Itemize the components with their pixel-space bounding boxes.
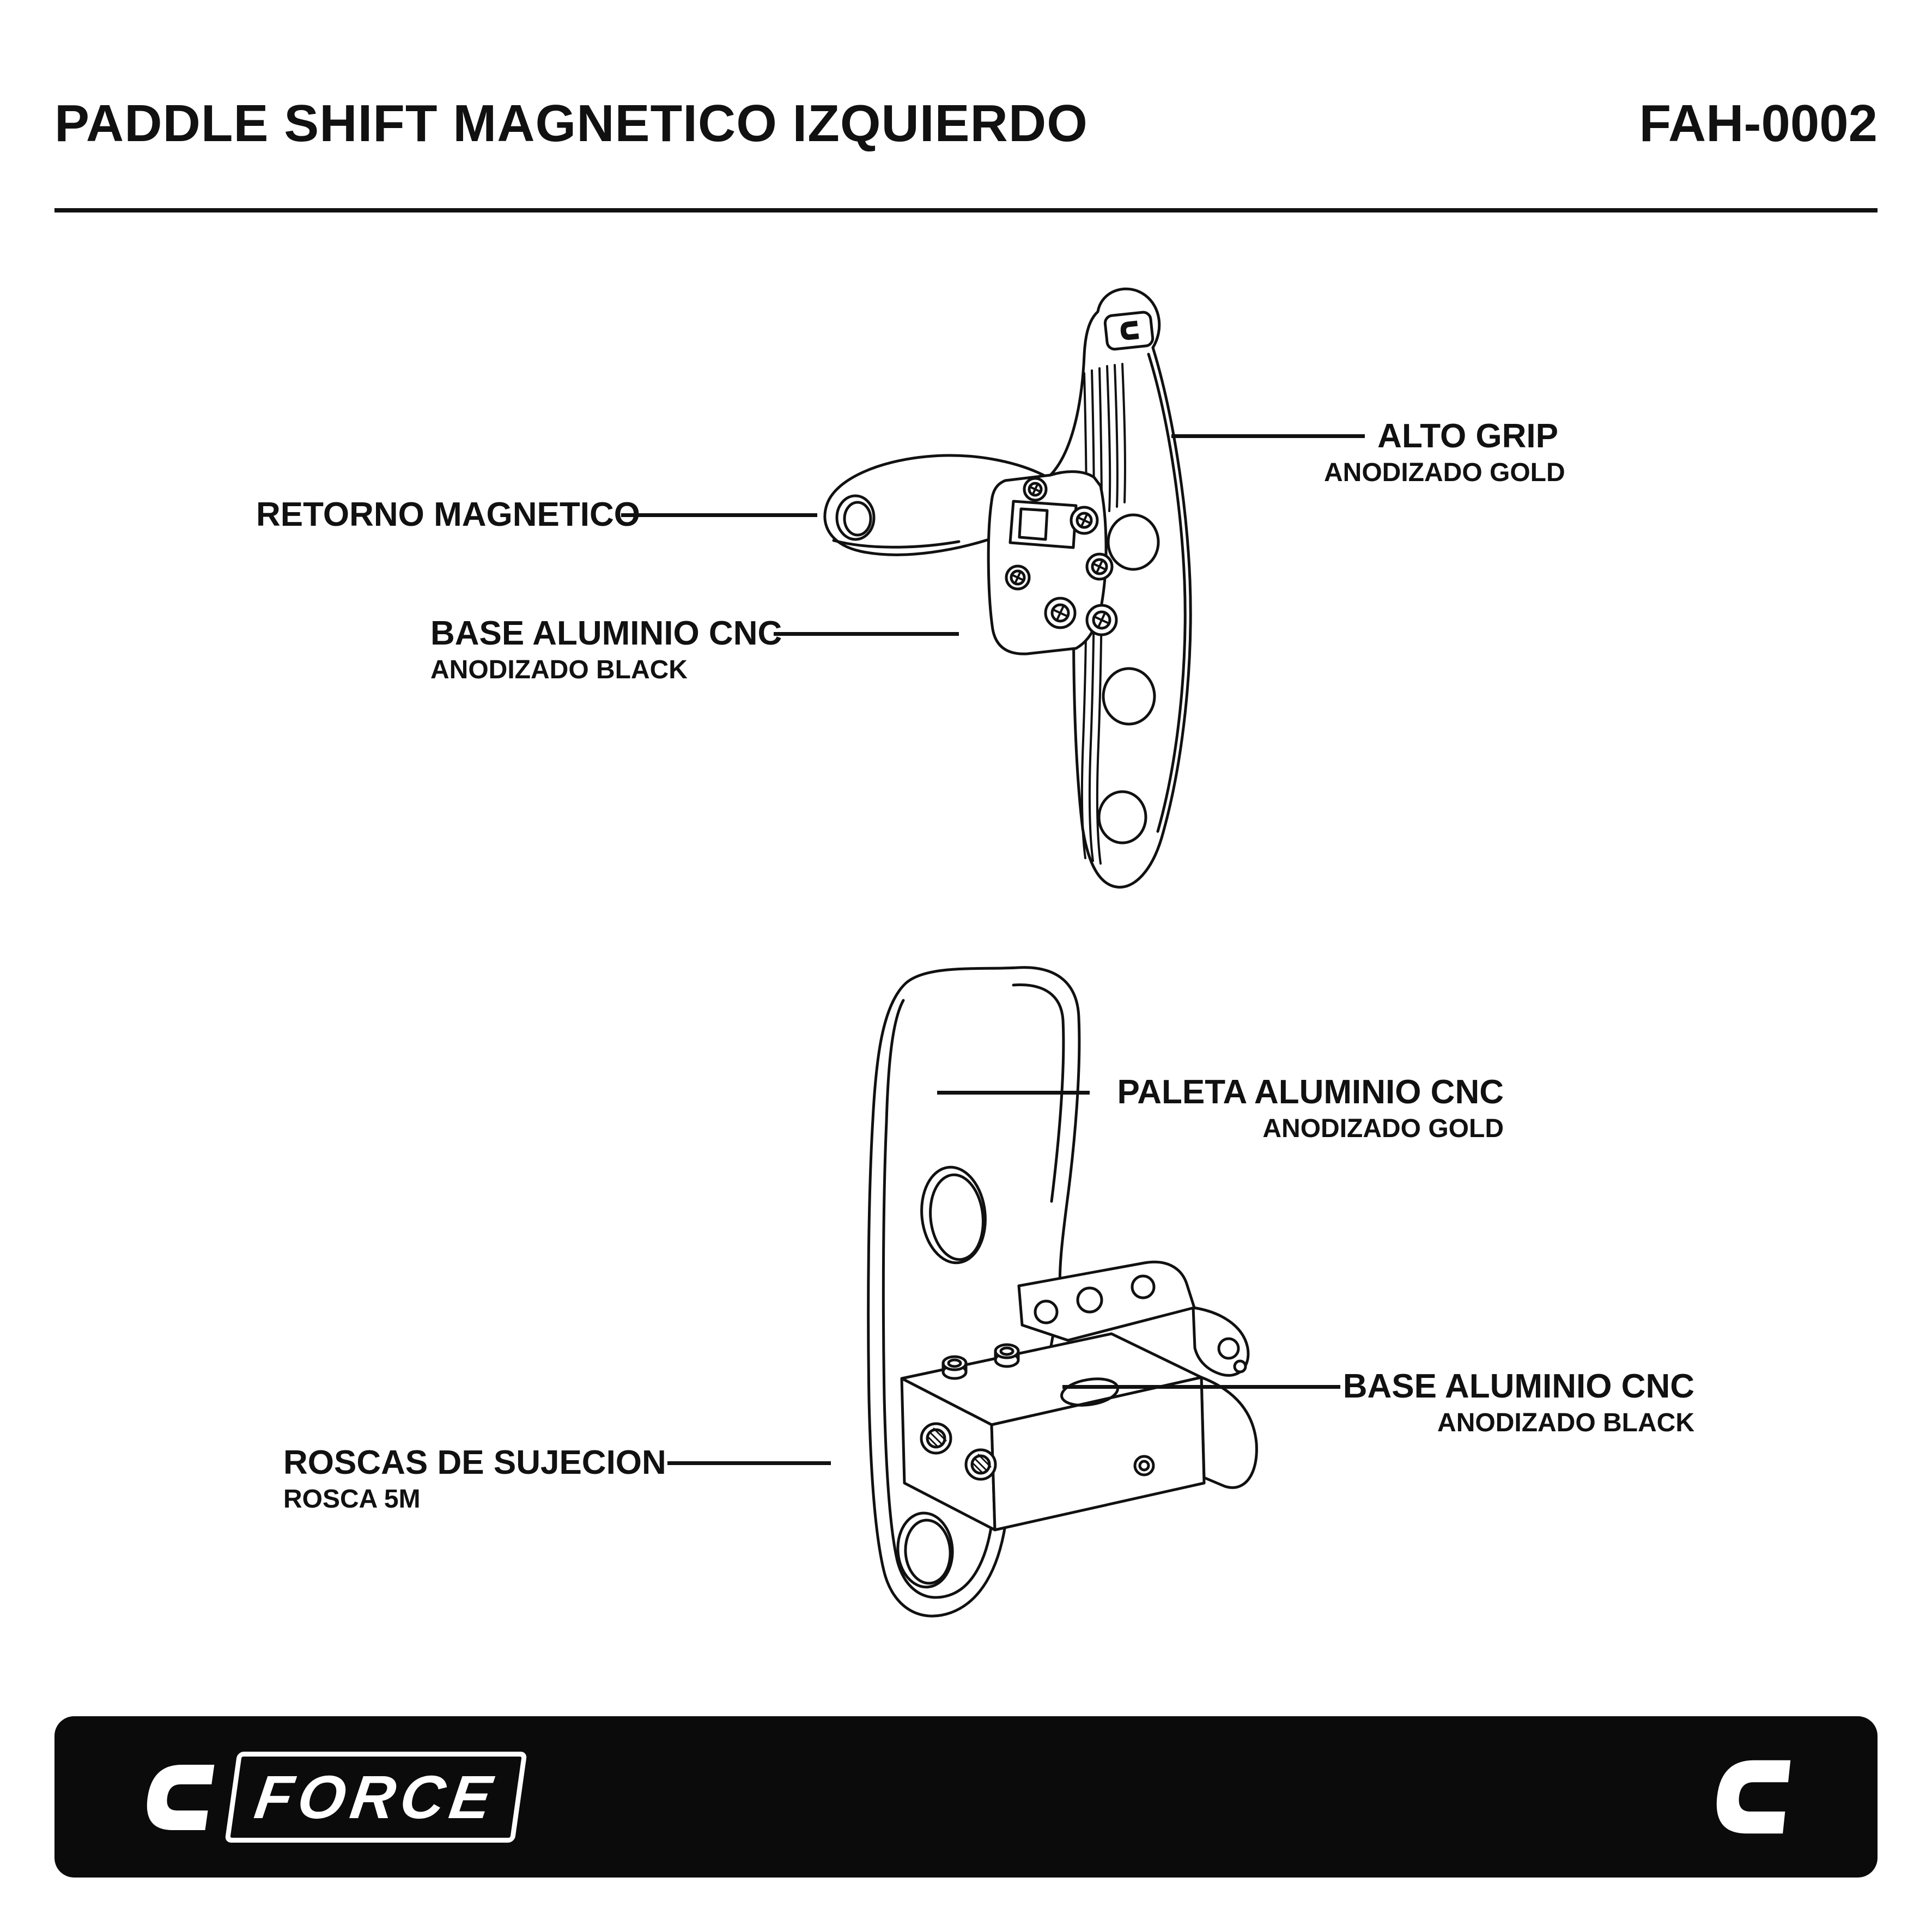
blade-hole-1 xyxy=(1107,513,1160,571)
callout-label: ALTO GRIP xyxy=(1377,417,1558,455)
callout-label: PALETA ALUMINIO CNC xyxy=(1117,1073,1504,1111)
screw xyxy=(1044,597,1077,629)
callout-sublabel: ANODIZADO BLACK xyxy=(430,655,688,684)
block-right-face xyxy=(990,1376,1206,1532)
leader-roscas xyxy=(667,1461,831,1465)
side-tab xyxy=(1200,1376,1258,1489)
callout-base-aluminio-top: BASE ALUMINIO CNC ANODIZADO BLACK xyxy=(430,616,782,685)
screw xyxy=(1005,564,1031,591)
leader-base-bottom xyxy=(1062,1385,1340,1389)
callout-label: ROSCAS DE SUJECION xyxy=(283,1444,666,1481)
callout-label: BASE ALUMINIO CNC xyxy=(1342,1368,1694,1405)
header-divider xyxy=(54,208,1878,212)
callout-paleta-aluminio: PALETA ALUMINIO CNC ANODIZADO GOLD xyxy=(1106,1074,1504,1144)
footer-bar: FORCE xyxy=(54,1716,1878,1878)
callout-label: RETORNO MAGNETICO xyxy=(256,496,640,533)
cforce-c-icon xyxy=(1713,1760,1791,1834)
screw xyxy=(994,1343,1020,1368)
grip-ridges xyxy=(1080,363,1126,865)
blade-hole-3 xyxy=(1097,790,1147,845)
blade-hole-top-inner xyxy=(929,1173,985,1261)
callout-roscas-sujecion: ROSCAS DE SUJECION ROSCA 5M xyxy=(283,1445,666,1515)
screw xyxy=(1070,506,1099,535)
magnet-block xyxy=(1018,507,1049,541)
screw xyxy=(1023,477,1048,502)
bracket-hole xyxy=(1076,1286,1103,1314)
screw xyxy=(941,1355,968,1380)
leader-alto-grip xyxy=(1171,434,1365,438)
figure-bottom-paddle xyxy=(867,966,1258,1618)
brand-badge xyxy=(1103,311,1155,351)
bracket-hole xyxy=(1034,1299,1059,1325)
leader-retorno xyxy=(621,513,817,517)
cforce-c-icon xyxy=(143,1764,215,1830)
force-wordmark-box: FORCE xyxy=(224,1751,527,1843)
force-wordmark: FORCE xyxy=(251,1763,501,1831)
arm-edge-line xyxy=(832,539,961,549)
blade-edge-line xyxy=(1147,353,1187,833)
leader-paleta xyxy=(937,1091,1090,1095)
threaded-hole xyxy=(964,1448,997,1481)
blade-inner-edge-left xyxy=(882,999,993,1599)
part-number: FAH-0002 xyxy=(1639,94,1878,153)
blade-hole-bottom-inner xyxy=(904,1518,952,1585)
face-hole-inner xyxy=(1138,1460,1150,1472)
callout-sublabel: ANODIZADO BLACK xyxy=(1437,1408,1694,1437)
callout-sublabel: ANODIZADO GOLD xyxy=(1262,1114,1504,1143)
page-title: PADDLE SHIFT MAGNETICO IZQUIERDO xyxy=(54,94,1088,153)
pivot-pin xyxy=(1233,1359,1247,1374)
callout-label: BASE ALUMINIO CNC xyxy=(430,615,782,652)
cforce-logo: FORCE xyxy=(130,1751,527,1843)
callout-retorno-magnetico: RETORNO MAGNETICO xyxy=(256,497,640,533)
callout-sublabel: ANODIZADO GOLD xyxy=(1324,458,1565,487)
blade-hole-2 xyxy=(1102,667,1156,726)
threaded-hole xyxy=(920,1422,952,1455)
cforce-c-icon xyxy=(1120,320,1139,340)
bracket-hole xyxy=(1131,1274,1156,1299)
screw xyxy=(1085,604,1118,636)
leader-base-top xyxy=(774,632,959,636)
magnet-hole-inner xyxy=(843,501,872,537)
callout-base-aluminio-bottom: BASE ALUMINIO CNC ANODIZADO BLACK xyxy=(1329,1369,1694,1438)
figure-top-paddle xyxy=(823,287,1192,889)
callout-sublabel: ROSCA 5M xyxy=(283,1485,421,1514)
blade-inner-edge-right xyxy=(1012,983,1065,1203)
callout-alto-grip: ALTO GRIP ANODIZADO GOLD xyxy=(1324,417,1565,488)
screw xyxy=(1085,552,1114,581)
pivot-hole xyxy=(1217,1337,1240,1360)
